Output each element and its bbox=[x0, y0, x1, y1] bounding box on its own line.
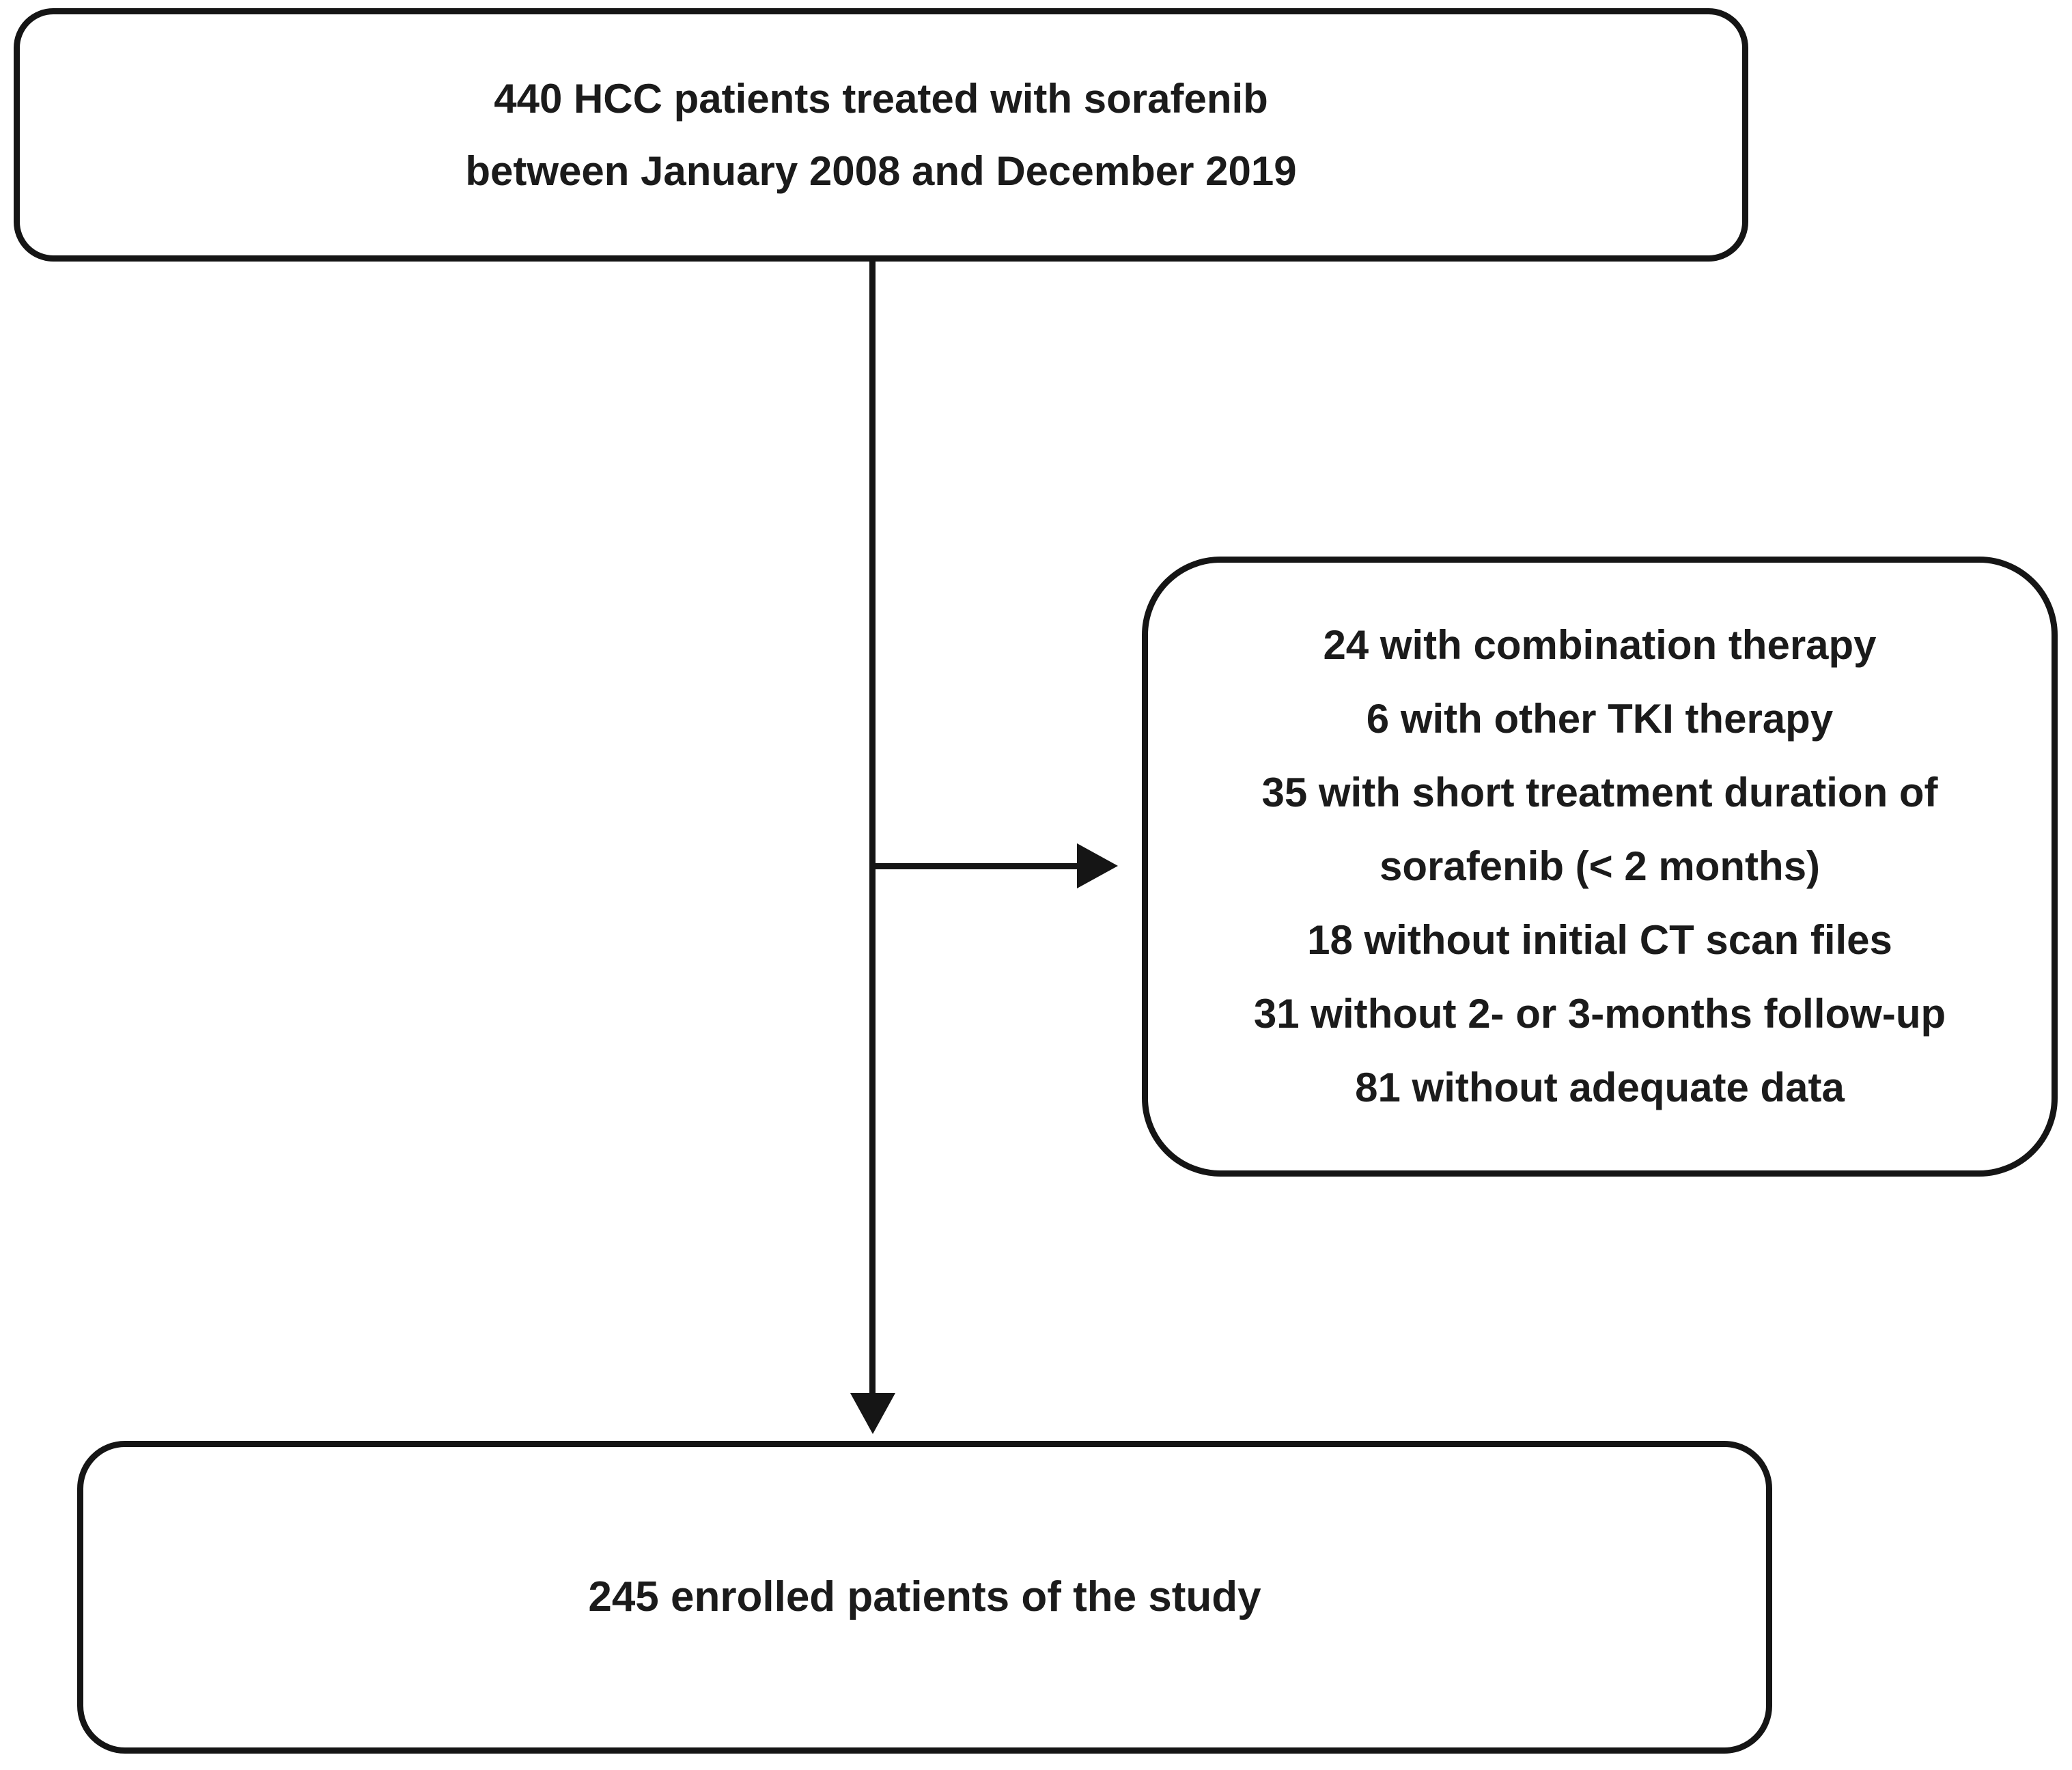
exclusion-line-short-duration-1: 35 with short treatment duration of bbox=[1261, 770, 1938, 815]
exclusion-box: 24 with combination therapy 6 with other… bbox=[1142, 557, 2058, 1177]
bottom-box-enrolled-patients: 245 enrolled patients of the study bbox=[77, 1441, 1772, 1754]
top-box-line-2: between January 2008 and December 2019 bbox=[465, 148, 1297, 194]
top-box-total-patients: 440 HCC patients treated with sorafenib … bbox=[14, 8, 1748, 262]
exclusion-line-inadequate-data: 81 without adequate data bbox=[1355, 1065, 1845, 1110]
bottom-box-label: 245 enrolled patients of the study bbox=[588, 1573, 1261, 1620]
exclusion-line-other-tki: 6 with other TKI therapy bbox=[1366, 696, 1834, 742]
down-arrowhead-icon bbox=[850, 1393, 895, 1434]
top-box-line-1: 440 HCC patients treated with sorafenib bbox=[494, 75, 1268, 122]
flow-line-horizontal bbox=[872, 863, 1077, 869]
exclusion-line-no-ct-files: 18 without initial CT scan files bbox=[1307, 917, 1892, 963]
exclusion-line-no-followup: 31 without 2- or 3-months follow-up bbox=[1253, 991, 1946, 1037]
flow-line-vertical bbox=[869, 262, 876, 1396]
exclusion-line-combination-therapy: 24 with combination therapy bbox=[1323, 622, 1877, 668]
exclusion-line-short-duration-2: sorafenib (< 2 months) bbox=[1379, 843, 1821, 889]
right-arrowhead-icon bbox=[1077, 843, 1118, 888]
